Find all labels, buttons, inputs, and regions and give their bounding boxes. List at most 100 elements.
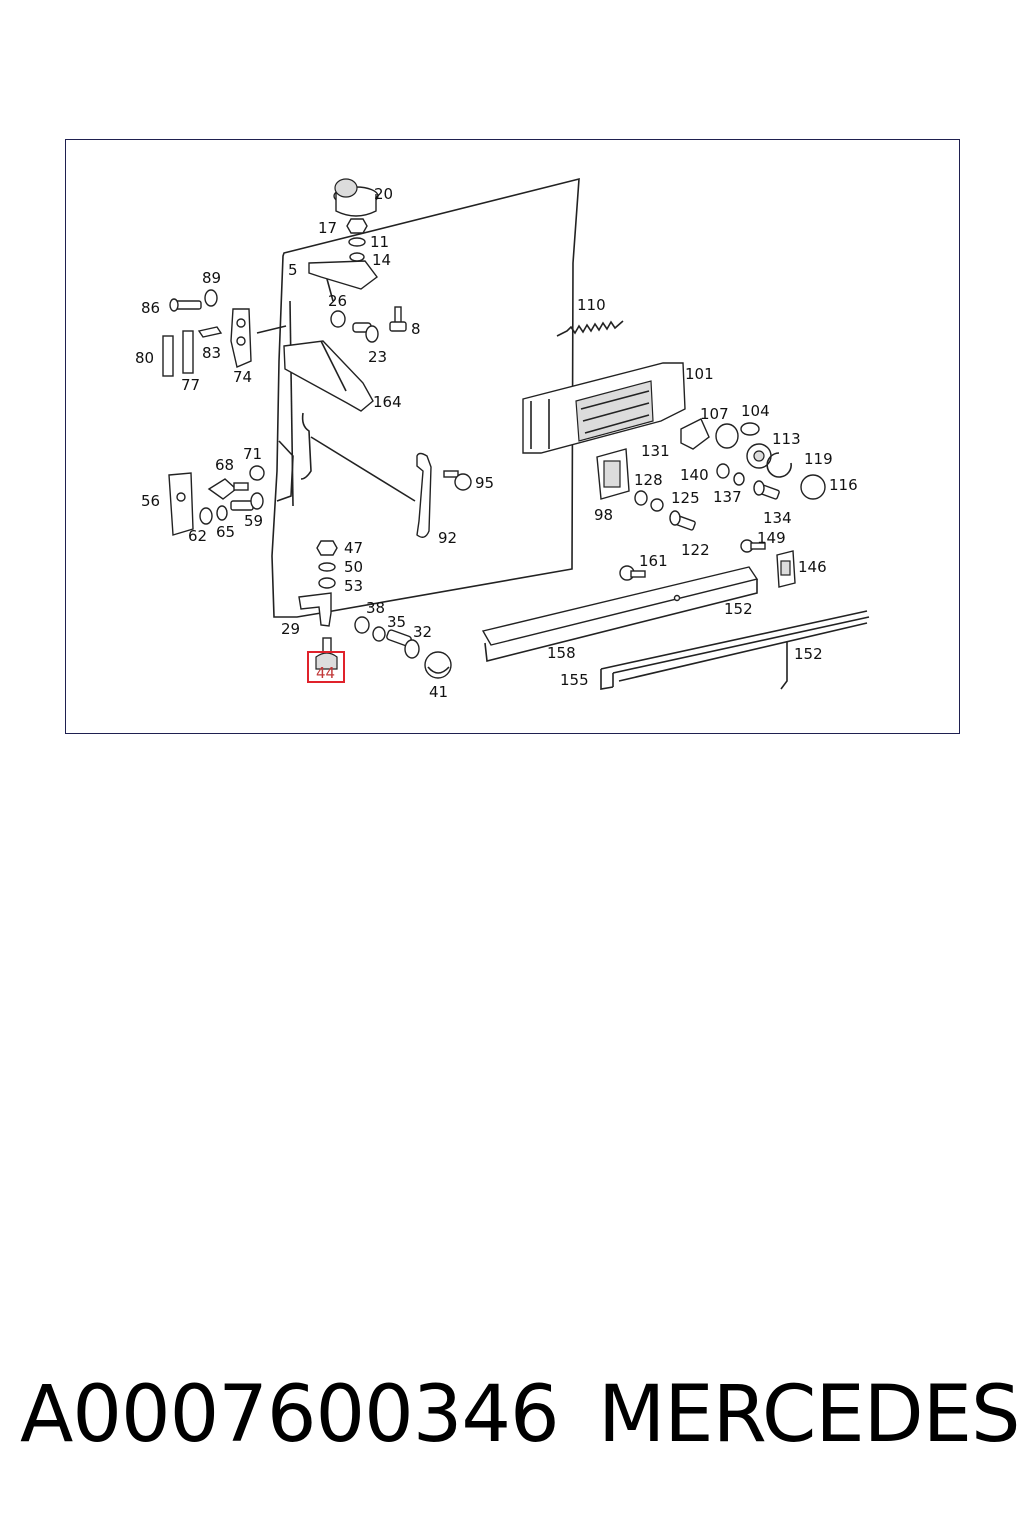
part-44-highlight-box — [307, 651, 345, 683]
hinge-hole — [236, 336, 246, 346]
part-11-washer — [348, 237, 366, 247]
part-149-screw — [740, 539, 766, 553]
callout-77: 77 — [181, 376, 200, 394]
part-110-spring — [556, 320, 624, 337]
callout-38: 38 — [366, 599, 385, 617]
callout-17: 17 — [318, 219, 337, 237]
callout-116: 116 — [829, 476, 858, 494]
part-20-cap — [333, 178, 379, 217]
callout-50: 50 — [344, 558, 363, 576]
part-71-ring — [249, 465, 265, 481]
part-23-bolt — [352, 322, 379, 343]
part-17-nut — [346, 218, 368, 234]
door-bracket-upper — [300, 412, 312, 480]
part-89-washer — [204, 289, 218, 307]
callout-41: 41 — [429, 683, 448, 701]
callout-110: 110 — [577, 296, 606, 314]
callout-11: 11 — [370, 233, 389, 251]
part-101-lock-body — [522, 362, 686, 454]
part-56-plate — [168, 472, 194, 536]
part-155-guide — [600, 610, 870, 690]
part-161-screw — [619, 565, 646, 581]
bearing-inner — [753, 450, 765, 462]
part-137-lockwasher — [733, 472, 745, 486]
callout-20: 20 — [374, 185, 393, 203]
callout-62: 62 — [188, 527, 207, 545]
part-140-washer — [716, 463, 730, 479]
callout-65: 65 — [216, 523, 235, 541]
brand-name: MERCEDES — [598, 1370, 1020, 1460]
callout-5: 5 — [288, 261, 298, 279]
callout-155: 155 — [560, 671, 589, 689]
callout-86: 86 — [141, 299, 160, 317]
part-62-washer — [199, 507, 213, 525]
lever-detail — [320, 340, 347, 392]
callout-95: 95 — [475, 474, 494, 492]
callout-101: 101 — [685, 365, 714, 383]
callout-23: 23 — [368, 348, 387, 366]
part-5-bracket — [308, 260, 378, 290]
callout-149: 149 — [757, 529, 786, 547]
callout-53: 53 — [344, 577, 363, 595]
callout-47: 47 — [344, 539, 363, 557]
rod-92 — [310, 436, 416, 502]
callout-164: 164 — [373, 393, 402, 411]
callout-113: 113 — [772, 430, 801, 448]
part-59-bolt — [230, 492, 264, 511]
callout-68: 68 — [215, 456, 234, 474]
hinge-hole — [236, 318, 246, 328]
callout-161: 161 — [639, 552, 668, 570]
callout-56: 56 — [141, 492, 160, 510]
exploded-parts-diagram: 20 17 11 14 5 89 86 26 8 80 83 23 77 74 … — [135, 177, 870, 701]
plate-slot — [603, 460, 621, 488]
door-panel-outline — [271, 177, 580, 618]
callout-29: 29 — [281, 620, 300, 638]
rail-edge — [484, 579, 758, 662]
callout-137: 137 — [713, 488, 742, 506]
door-bracket-mid — [276, 440, 294, 502]
part-95-screw — [443, 470, 472, 491]
callout-98: 98 — [594, 506, 613, 524]
part-158-rail — [481, 566, 759, 646]
callout-44-highlighted: 44 — [316, 664, 335, 682]
callout-26: 26 — [328, 292, 347, 310]
hinge-leader — [256, 325, 287, 334]
clip-window — [780, 560, 791, 576]
callout-83: 83 — [202, 344, 221, 362]
callout-71: 71 — [243, 445, 262, 463]
part-164-lever — [283, 340, 374, 412]
part-35-lockwasher — [372, 626, 386, 642]
part-134-bolt — [753, 480, 780, 500]
part-122-bolt — [669, 510, 696, 531]
callout-74: 74 — [233, 368, 252, 386]
part-125-lockwasher — [650, 498, 664, 512]
callout-107: 107 — [700, 405, 729, 423]
callout-125: 125 — [671, 489, 700, 507]
part-47-nut — [316, 540, 338, 556]
callout-35: 35 — [387, 613, 406, 631]
part-128-washer — [634, 490, 648, 506]
part-38-washer — [354, 616, 370, 634]
callout-152-upper: 152 — [724, 600, 753, 618]
part-116-cap — [800, 474, 826, 500]
callout-131: 131 — [641, 442, 670, 460]
part-104-spacer — [740, 422, 760, 436]
callout-92: 92 — [438, 529, 457, 547]
callout-80: 80 — [135, 349, 154, 367]
callout-104: 104 — [741, 402, 770, 420]
part-41-cap — [424, 651, 452, 679]
part-29-bracket — [298, 592, 332, 627]
callout-32: 32 — [413, 623, 432, 641]
part-86-bolt — [169, 298, 202, 312]
part-107-cam — [680, 418, 710, 450]
callout-14: 14 — [372, 251, 391, 269]
callout-122: 122 — [681, 541, 710, 559]
callout-152-lower: 152 — [794, 645, 823, 663]
callout-134: 134 — [763, 509, 792, 527]
part-83-pin — [197, 326, 223, 338]
part-92-rod-clip — [416, 452, 432, 538]
part-77-plate — [182, 330, 194, 374]
callout-158: 158 — [547, 644, 576, 662]
part-32-bolt — [386, 629, 420, 659]
part-68-stem — [233, 482, 249, 491]
